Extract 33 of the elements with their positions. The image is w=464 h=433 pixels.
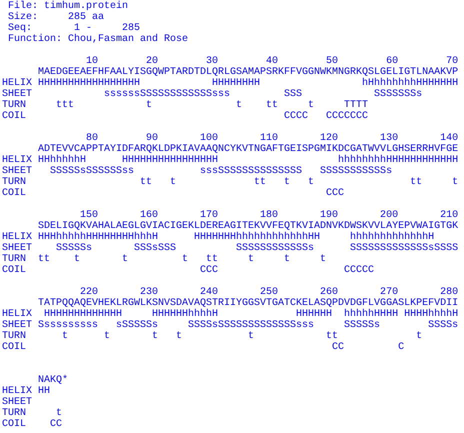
size-line: Size: 285 aa bbox=[8, 12, 104, 23]
protein-sequence: SDELIGQKVAHALAEGLGVIACIGEKLDEREAGITEKVVFEQTKVIADNVKDWSKVVLAYEPVWAIGTGK bbox=[37, 221, 458, 232]
helix-prediction-row: HELIX HHhhhhhH HHHHHHHHHHHHHHHH hhhhhhhhHHHHHHHHHHHH bbox=[2, 155, 458, 166]
helix-prediction-row: HELIX HHHHHHHHHHHHHHHHH HHHHHHHH hHhhhhhhhHHHHHHH bbox=[2, 78, 458, 89]
sheet-prediction-row: SHEET SSSSSs SSSsSSS SSSSSSSSSSSSs SSSSSSSSSSSSSsSSSS bbox=[2, 243, 458, 254]
protein-sequence: NAKQ* bbox=[37, 375, 68, 386]
turn-prediction-row: TURN ttt t t tt t TTTT bbox=[2, 100, 368, 111]
turn-prediction-row: TURN tt t tt t t tt t bbox=[2, 177, 458, 188]
sheet-prediction-row: SHEET SSSSSsSSSSSSss sssSSSSSSSSSSSSSS SSSSSSSSSSSs bbox=[2, 166, 392, 177]
protein-sequence: ADTEVVCAPPTAYIDFARQKLDPKIAVAAQNCYKVTNGAFTGEISPGMIKDCGATWVVLGHSERRHVFGE bbox=[37, 144, 458, 155]
helix-prediction-row: HELIX HHHHHHHHHHHHH HHHHHHhhhhH HHHHHH hhhhhHHHH HHHHhhhhH bbox=[2, 309, 458, 320]
sheet-prediction-row: SHEET ssssssSSSSSSSSSSSSsss SSS SSSSSSSs bbox=[2, 89, 422, 100]
coil-prediction-row: COIL CCC CCCCC bbox=[2, 265, 374, 276]
helix-prediction-row: HELIX HHHhhhhhHHHHHHHHhhhH HHHHHHHhhhhhhhhhhhhHH hhhhhhhhhhhhhH bbox=[2, 232, 434, 243]
sheet-prediction-row: SHEET Ssssssssss sSSSSSs SSSSsSSSSSSSSSSSSSsss SSSSSs SSSSs bbox=[2, 320, 458, 331]
position-ruler: 150 160 170 180 190 200 210 bbox=[79, 210, 458, 221]
turn-prediction-row: TURN t bbox=[2, 408, 62, 419]
position-ruler: 220 230 240 250 260 270 280 bbox=[79, 287, 458, 298]
sequence-range-line: Seq: 1 - 285 bbox=[8, 23, 140, 34]
protein-sequence: TATPQQAQEVHEKLRGWLKSNVSDAVAQSTRIIYGGSVTGATCKELASQPDVDGFLVGGASLKPEFVDII bbox=[37, 298, 458, 309]
file-name-line: File: timhum.protein bbox=[8, 1, 128, 12]
method-line: Function: Chou,Fasman and Rose bbox=[8, 34, 188, 45]
coil-prediction-row: COIL CCCC CCCCCCC bbox=[2, 111, 368, 122]
position-ruler: 10 20 30 40 50 60 70 bbox=[85, 56, 458, 67]
helix-prediction-row: HELIX HH bbox=[2, 386, 50, 397]
coil-prediction-row: COIL CCC bbox=[2, 188, 344, 199]
turn-prediction-row: TURN tt t t t tt t t t bbox=[2, 254, 326, 265]
sheet-prediction-row: SHEET bbox=[2, 397, 32, 408]
coil-prediction-row: COIL CC C bbox=[2, 342, 404, 353]
coil-prediction-row: COIL CC bbox=[2, 419, 62, 430]
turn-prediction-row: TURN t t t t t tt t bbox=[2, 331, 422, 342]
position-ruler: 80 90 100 110 120 130 140 bbox=[85, 133, 458, 144]
protein-sequence: MAEDGEEAEFHFAALYISGQWPTARDTDLQRLGSAMAPSRKFFVGGNWKMNGRKQSLGELIGTLNAAKVP bbox=[37, 67, 458, 78]
